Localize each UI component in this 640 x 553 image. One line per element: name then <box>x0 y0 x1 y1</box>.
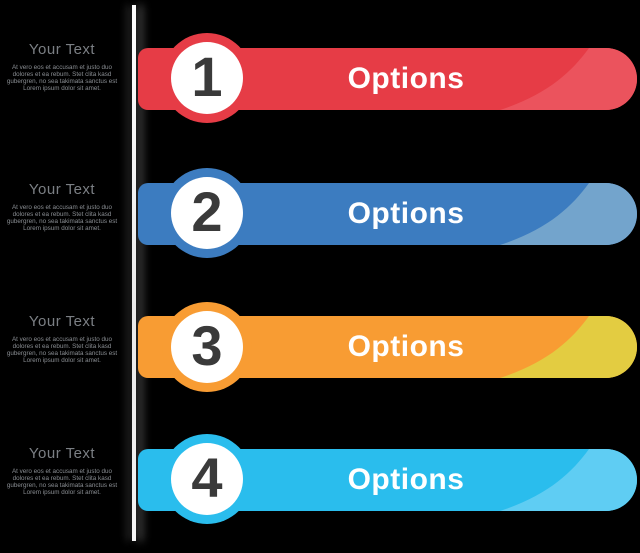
side-heading: Your Text <box>28 313 96 330</box>
side-text-block-1: Your Text At vero eos et accusam et just… <box>2 41 122 92</box>
bar-swoosh-4 <box>500 449 637 511</box>
side-heading: Your Text <box>28 41 96 58</box>
step-circle-3: 3 <box>162 302 252 392</box>
side-text-block-2: Your Text At vero eos et accusam et just… <box>2 181 122 232</box>
step-number: 3 <box>191 314 223 377</box>
option-bar-2: Options <box>138 183 637 245</box>
option-label: Options <box>347 330 465 363</box>
option-label: Options <box>347 463 465 496</box>
step-number: 4 <box>191 446 223 509</box>
step-number: 2 <box>191 180 223 243</box>
side-text-block-3: Your Text At vero eos et accusam et just… <box>2 313 122 364</box>
step-number-disc: 1 <box>171 42 243 114</box>
step-circle-2: 2 <box>162 168 252 258</box>
divider-line <box>132 5 136 541</box>
side-heading: Your Text <box>28 181 96 198</box>
step-circle-4: 4 <box>162 434 252 524</box>
side-paragraph: At vero eos et accusam et justo duo dolo… <box>6 64 118 93</box>
bar-swoosh-2 <box>500 183 637 245</box>
step-number-disc: 3 <box>171 311 243 383</box>
step-circle-1: 1 <box>162 33 252 123</box>
side-heading: Your Text <box>28 445 96 462</box>
side-text-block-4: Your Text At vero eos et accusam et just… <box>2 445 122 496</box>
option-label: Options <box>347 197 465 230</box>
side-paragraph: At vero eos et accusam et justo duo dolo… <box>6 336 118 365</box>
side-paragraph: At vero eos et accusam et justo duo dolo… <box>6 204 118 233</box>
bar-swoosh-1 <box>500 48 637 110</box>
step-number-disc: 2 <box>171 177 243 249</box>
bar-swoosh-3 <box>500 316 637 378</box>
option-label: Options <box>347 62 465 95</box>
side-paragraph: At vero eos et accusam et justo duo dolo… <box>6 468 118 497</box>
step-number: 1 <box>191 45 223 108</box>
step-number-disc: 4 <box>171 443 243 515</box>
